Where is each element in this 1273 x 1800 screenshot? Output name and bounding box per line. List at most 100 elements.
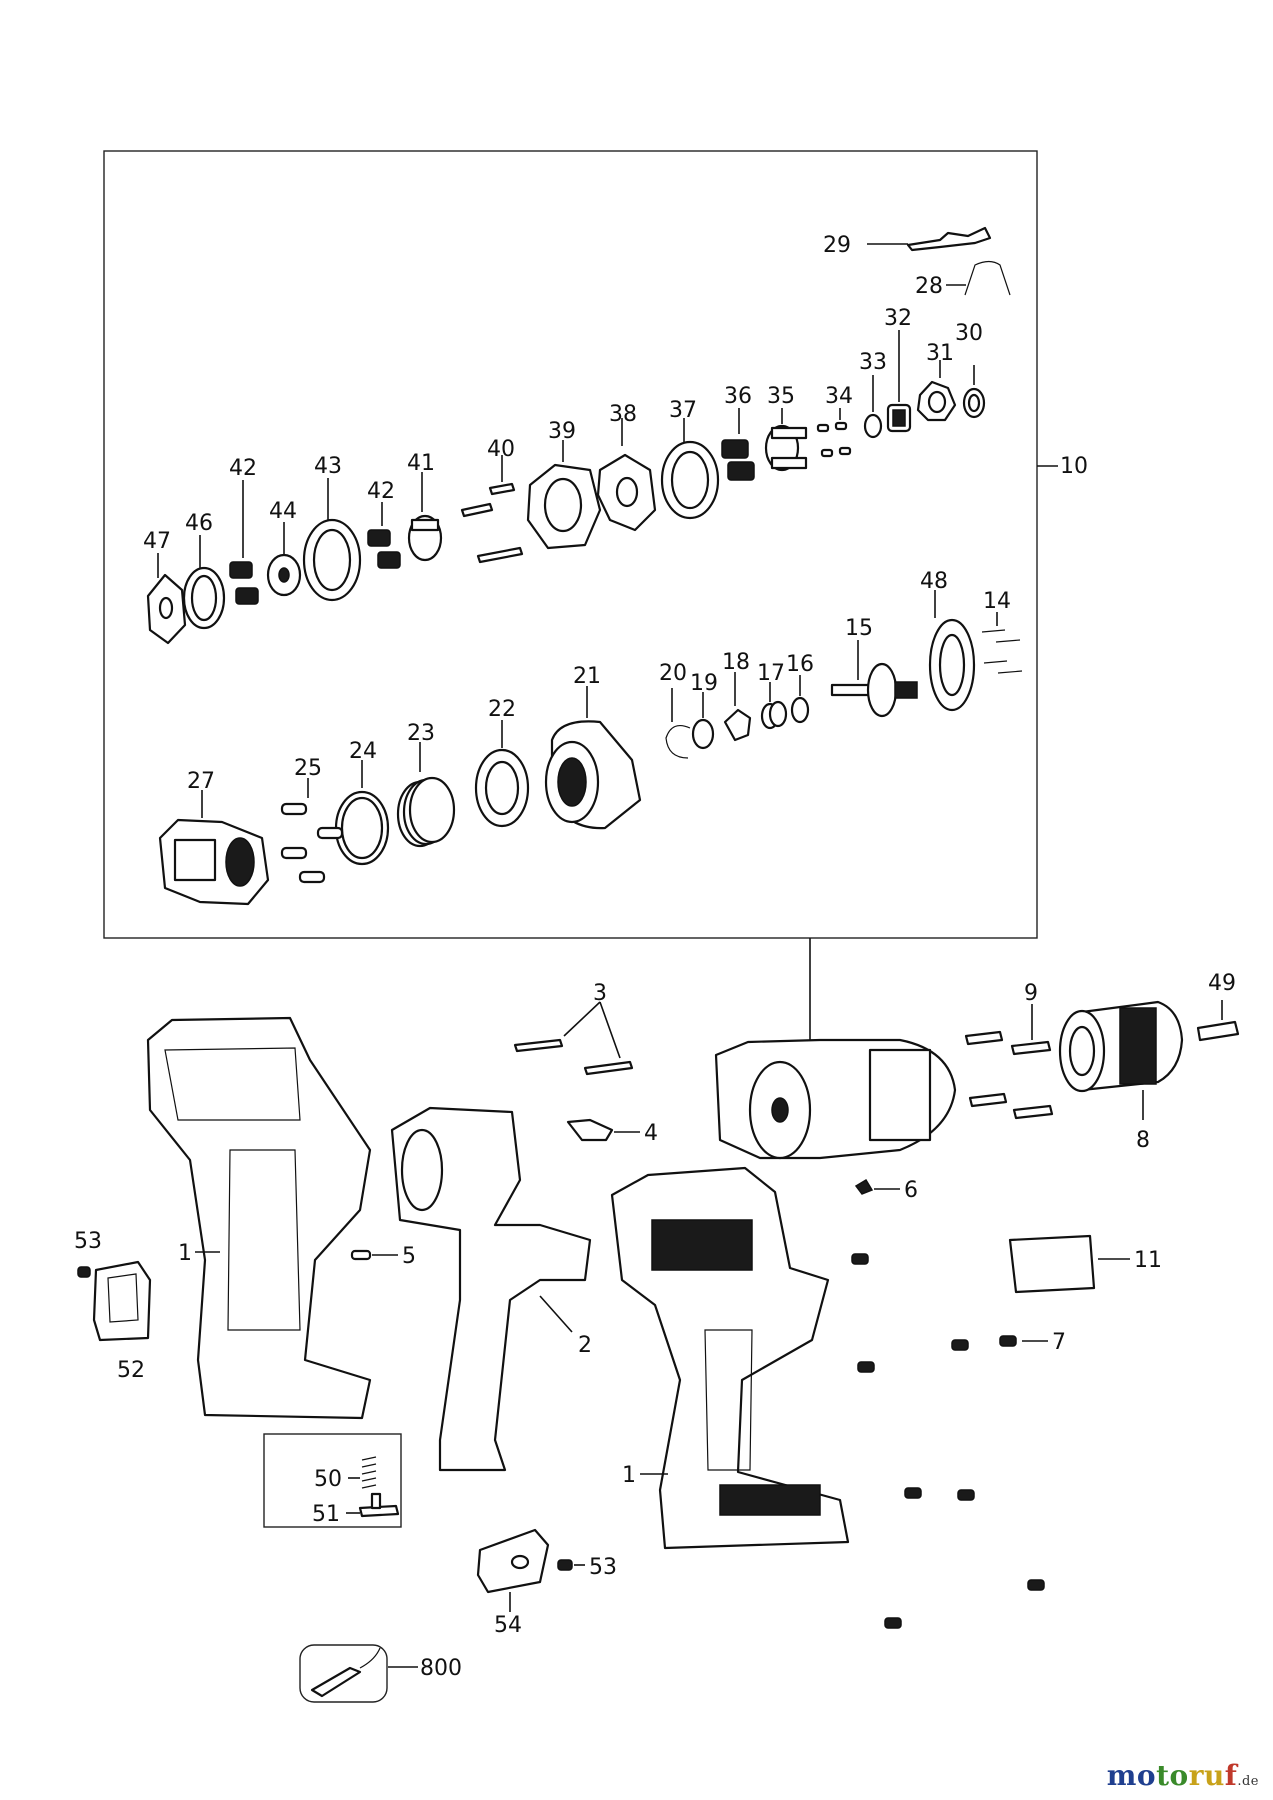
part-20-snap-ring bbox=[665, 688, 691, 759]
part-1-housing-left bbox=[146, 1016, 372, 1420]
label-53a: 53 bbox=[74, 1229, 102, 1254]
label-31: 31 bbox=[926, 341, 954, 366]
part-5-pin bbox=[350, 1249, 398, 1261]
part-18-clutch bbox=[723, 672, 752, 742]
label-27: 27 bbox=[187, 769, 215, 794]
part-23-clutch-spring bbox=[396, 742, 456, 848]
part-40-screws bbox=[460, 455, 524, 564]
label-51: 51 bbox=[312, 1502, 340, 1527]
label-28: 28 bbox=[915, 274, 943, 299]
label-44: 44 bbox=[269, 499, 297, 524]
motoruf-logo: motoruf.de bbox=[1107, 1759, 1259, 1792]
part-52-belt-clip bbox=[92, 1260, 152, 1342]
label-23: 23 bbox=[407, 721, 435, 746]
part-3-wires bbox=[513, 1001, 634, 1076]
label-48: 48 bbox=[920, 569, 948, 594]
part-16-washer bbox=[790, 675, 810, 724]
label-18: 18 bbox=[722, 650, 750, 675]
label-9: 9 bbox=[1024, 981, 1038, 1006]
part-44-sun-gear bbox=[266, 522, 302, 597]
label-50: 50 bbox=[314, 1467, 342, 1492]
part-19-washer bbox=[691, 692, 715, 750]
label-30: 30 bbox=[955, 321, 983, 346]
label-53b: 53 bbox=[589, 1555, 617, 1580]
label-5: 5 bbox=[402, 1244, 416, 1269]
part-41-planet-carrier bbox=[407, 472, 443, 562]
label-43: 43 bbox=[314, 454, 342, 479]
label-800: 800 bbox=[420, 1656, 462, 1681]
inset-box-50-51 bbox=[263, 1433, 402, 1528]
part-7-screws bbox=[851, 1253, 1048, 1629]
label-17: 17 bbox=[757, 661, 785, 686]
label-32: 32 bbox=[884, 306, 912, 331]
label-38: 38 bbox=[609, 402, 637, 427]
label-54: 54 bbox=[494, 1613, 522, 1638]
part-47-plate bbox=[146, 553, 187, 645]
part-21-clutch-housing bbox=[544, 686, 642, 830]
part-32-gear bbox=[886, 330, 912, 433]
part-42-planet-gears-b bbox=[367, 502, 401, 569]
logo-part-2: to bbox=[1156, 1759, 1189, 1792]
label-42a: 42 bbox=[229, 456, 257, 481]
part-4-pad bbox=[566, 1118, 640, 1142]
label-8: 8 bbox=[1136, 1128, 1150, 1153]
label-29: 29 bbox=[823, 233, 851, 258]
label-19: 19 bbox=[690, 671, 718, 696]
part-38-plate bbox=[596, 418, 657, 532]
part-48-disc bbox=[928, 590, 976, 712]
label-34: 34 bbox=[825, 384, 853, 409]
part-31-ring-nut bbox=[916, 360, 957, 422]
part-8-chuck bbox=[1058, 1000, 1184, 1120]
label-20: 20 bbox=[659, 661, 687, 686]
label-11: 11 bbox=[1134, 1248, 1162, 1273]
part-22-adjustment-ring bbox=[474, 720, 530, 828]
label-21: 21 bbox=[573, 664, 601, 689]
label-25: 25 bbox=[294, 756, 322, 781]
label-33: 33 bbox=[859, 350, 887, 375]
label-42b: 42 bbox=[367, 479, 395, 504]
gearbox-assembly-installed bbox=[714, 1038, 957, 1160]
part-24-washer bbox=[334, 760, 390, 866]
part-42-planet-gears-a bbox=[229, 480, 259, 605]
label-41: 41 bbox=[407, 451, 435, 476]
logo-part-1: mo bbox=[1106, 1759, 1157, 1792]
label-37: 37 bbox=[669, 398, 697, 423]
part-36-planet-gears bbox=[721, 408, 755, 481]
label-39: 39 bbox=[548, 419, 576, 444]
part-9-screws bbox=[964, 1004, 1054, 1120]
part-30-washer bbox=[962, 365, 986, 419]
label-24: 24 bbox=[349, 739, 377, 764]
label-14: 14 bbox=[983, 589, 1011, 614]
part-34-pins bbox=[816, 408, 852, 458]
label-1a: 1 bbox=[178, 1241, 192, 1266]
label-2: 2 bbox=[578, 1333, 592, 1358]
label-46: 46 bbox=[185, 511, 213, 536]
part-54-contact-cover bbox=[476, 1528, 550, 1612]
part-53-screw-a bbox=[77, 1266, 91, 1278]
label-22: 22 bbox=[488, 697, 516, 722]
label-7: 7 bbox=[1052, 1330, 1066, 1355]
label-3: 3 bbox=[593, 981, 607, 1006]
part-35-planet-carrier bbox=[764, 408, 808, 472]
label-15: 15 bbox=[845, 616, 873, 641]
part-39-gear-housing bbox=[526, 440, 602, 550]
logo-part-4: f bbox=[1224, 1759, 1238, 1792]
part-15-spindle bbox=[830, 640, 918, 718]
part-14-screws bbox=[981, 612, 1023, 674]
part-43-ring-gear bbox=[302, 478, 362, 602]
logo-part-3: ru bbox=[1188, 1759, 1225, 1792]
part-53-screw-b bbox=[557, 1559, 585, 1571]
label-35: 35 bbox=[767, 384, 795, 409]
part-6-clip bbox=[854, 1178, 900, 1195]
part-37-ring-gear bbox=[660, 418, 720, 520]
part-2-motor-switch bbox=[390, 1106, 592, 1472]
part-17-spring bbox=[760, 682, 788, 730]
label-6: 6 bbox=[904, 1178, 918, 1203]
label-4: 4 bbox=[644, 1121, 658, 1146]
label-49: 49 bbox=[1208, 971, 1236, 996]
part-11-label-plate bbox=[1008, 1234, 1130, 1294]
part-49-chuck-screw bbox=[1196, 1000, 1240, 1042]
part-33-washer bbox=[863, 375, 883, 439]
part-800-accessory bbox=[299, 1644, 418, 1703]
